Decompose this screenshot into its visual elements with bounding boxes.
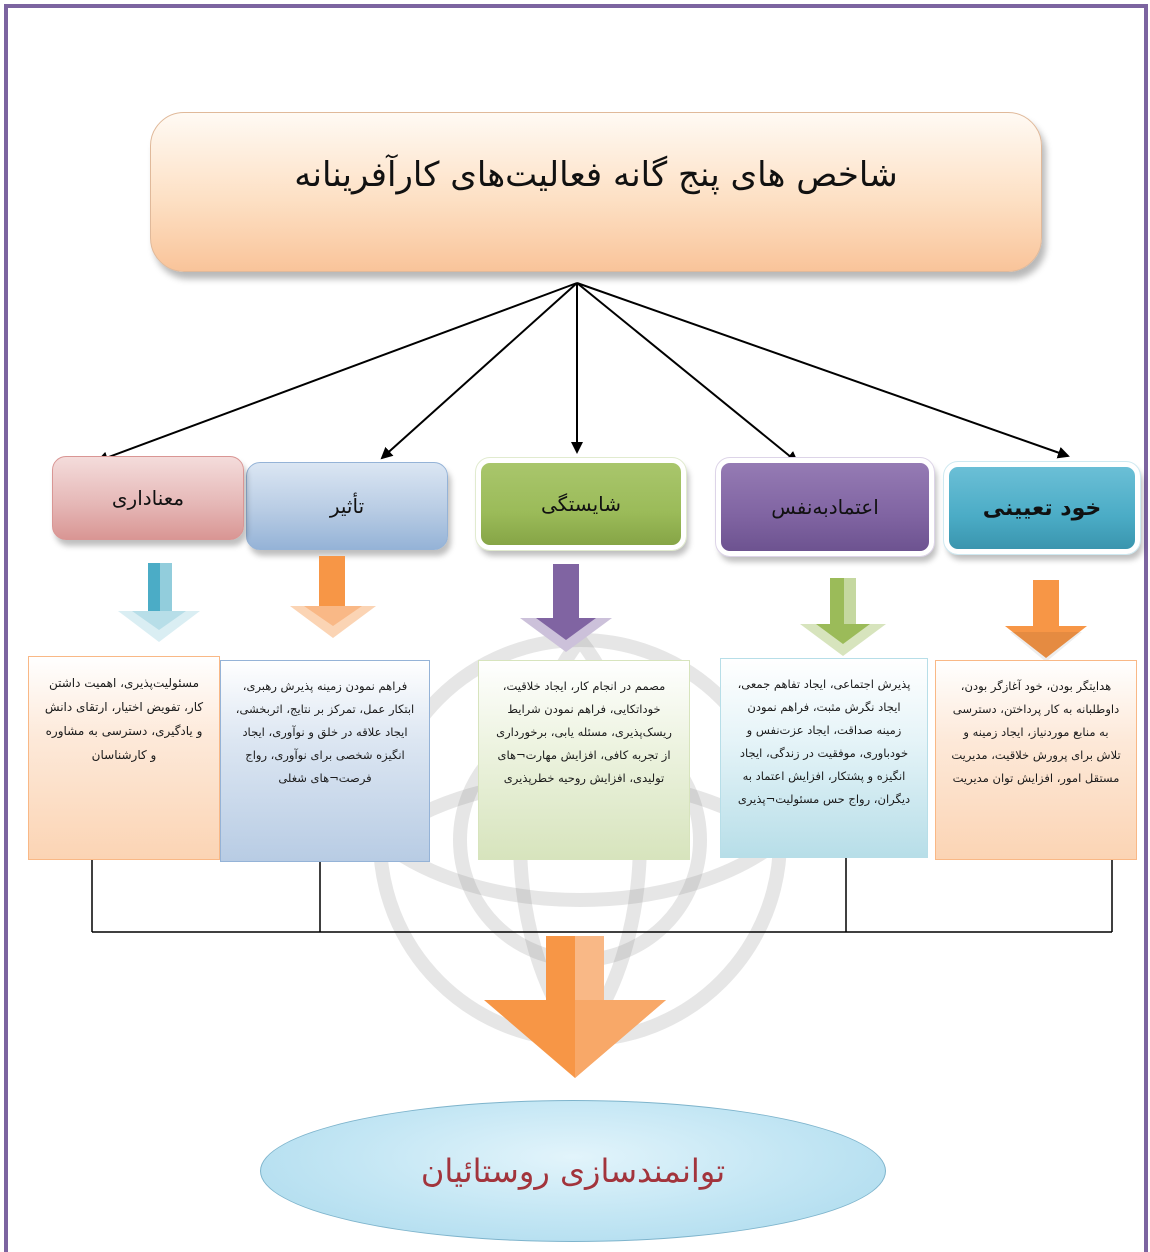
header-tasir: تأثیر: [246, 462, 448, 550]
body-shayestegi: مصمم در انجام کار، ایجاد خلاقیت، خوداتکا…: [478, 660, 690, 860]
arrow-to-khod: [576, 282, 1070, 459]
header-tasir-label: تأثیر: [329, 494, 365, 518]
body-manadari: مسئولیت‌پذیری، اهمیت داشتن کار، تفویض اخ…: [28, 656, 220, 860]
body-khod-text: هدایتگر بودن، خود آغازگر بودن، داوطلبانه…: [951, 679, 1121, 785]
header-khod-label: خود تعیینی: [982, 495, 1102, 521]
header-shayestegi-label: شایستگی: [541, 492, 622, 516]
down-arrow-manadari: [118, 563, 200, 642]
down-arrow-etemad: [800, 578, 886, 656]
body-tasir: فراهم نمودن زمینه پذیرش رهبری، ابتکار عم…: [220, 660, 430, 862]
main-title-box: شاخص های پنج گانه فعالیت‌های کارآفرینانه: [150, 112, 1042, 272]
header-etemad: اعتمادبه‌نفس: [715, 457, 935, 557]
arrow-to-etemad: [576, 282, 799, 464]
header-manadari-label: معناداری: [111, 486, 185, 510]
arrow-to-tasir: [380, 282, 578, 460]
down-arrow-khod: [1005, 580, 1087, 662]
body-manadari-text: مسئولیت‌پذیری، اهمیت داشتن کار، تفویض اخ…: [44, 676, 204, 762]
arrow-to-manadari: [96, 282, 578, 464]
header-khod: خود تعیینی: [943, 461, 1141, 555]
body-etemad: پذیرش اجتماعی، ایجاد تفاهم جمعی، ایجاد ن…: [720, 658, 928, 858]
header-shayestegi: شایستگی: [475, 457, 687, 551]
down-arrow-shayestegi: [520, 564, 612, 652]
result-label: توانمندسازی روستائیان: [420, 1152, 726, 1190]
header-manadari: معناداری: [52, 456, 244, 540]
body-shayestegi-text: مصمم در انجام کار، ایجاد خلاقیت، خوداتکا…: [496, 679, 672, 785]
page-border: [4, 4, 1148, 1252]
result-oval: توانمندسازی روستائیان: [260, 1100, 886, 1242]
body-khod: هدایتگر بودن، خود آغازگر بودن، داوطلبانه…: [935, 660, 1137, 860]
down-arrow-result: [484, 936, 666, 1078]
down-arrow-tasir: [290, 556, 376, 638]
body-etemad-text: پذیرش اجتماعی، ایجاد تفاهم جمعی، ایجاد ن…: [737, 677, 911, 806]
body-tasir-text: فراهم نمودن زمینه پذیرش رهبری، ابتکار عم…: [235, 679, 415, 785]
main-title: شاخص های پنج گانه فعالیت‌های کارآفرینانه: [294, 155, 898, 195]
header-etemad-label: اعتمادبه‌نفس: [771, 495, 879, 519]
